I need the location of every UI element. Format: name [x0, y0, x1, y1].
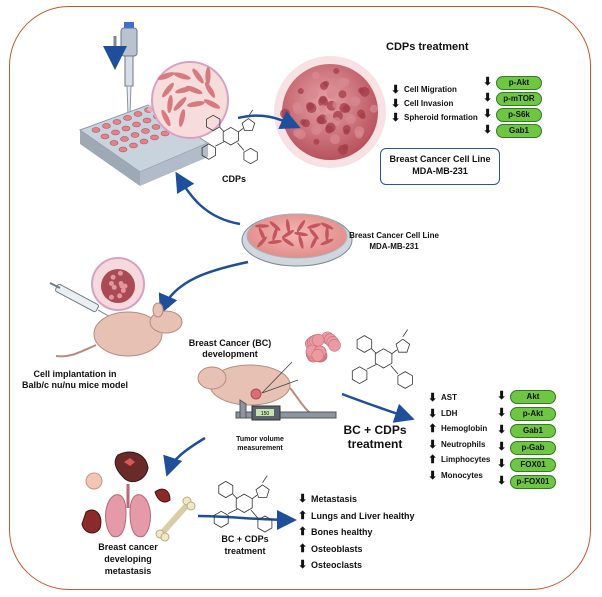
effect-label: Lungs and Liver healthy — [311, 510, 415, 521]
bone-icon — [155, 496, 196, 542]
arrow-down-icon: ⬇ — [428, 407, 438, 420]
cell-line-label: Breast Cancer Cell Line — [389, 154, 491, 164]
effect-label: Bones healthy — [311, 527, 373, 537]
cell-line-sub: MDA-MB-231 — [412, 166, 468, 176]
implant-label-1: Cell implantation in — [33, 369, 117, 379]
cell-line-box — [380, 148, 500, 185]
cdps-molecule-icon — [351, 329, 413, 389]
effect-label: Monocytes — [441, 470, 483, 480]
effect-label: LDH — [441, 408, 458, 418]
arrow-down-icon: ⬇ — [497, 441, 507, 453]
arrow-to-plate — [175, 171, 241, 226]
marker-pill: p-Gab — [510, 441, 556, 455]
bottom-treatment-label-2: treatment — [224, 546, 266, 556]
cdps-treatment-title: CDPs treatment — [386, 41, 469, 53]
lungs-icon — [105, 484, 151, 538]
dish-label: Breast Cancer Cell Line — [349, 231, 439, 240]
effect-label: Limphocytes — [441, 455, 491, 464]
effect-label: Cell Invasion — [404, 99, 454, 108]
marker-pill: Gab1 — [496, 124, 542, 138]
caliper: 150 — [235, 399, 337, 421]
diagram-frame — [9, 6, 591, 590]
effect-label: Osteoclasts — [311, 560, 363, 570]
marker-pill: p-FOX01 — [510, 475, 556, 489]
spleen-icon — [154, 488, 171, 503]
arrow-up-icon: ⬆ — [428, 423, 438, 435]
cdps-label: CDPs — [222, 174, 247, 184]
arrow-down-icon: ⬇ — [483, 92, 493, 104]
bc-cdps-label-1: BC + CDPs — [343, 423, 407, 437]
effect-label: AST — [441, 393, 457, 402]
effect-label: Hemoglobin — [441, 424, 488, 433]
arrow-to-mouse — [158, 260, 249, 315]
arrow-to-outcomes — [197, 509, 297, 530]
metastasis-label-3: metastasis — [104, 566, 152, 576]
kidney-icon — [81, 509, 102, 534]
arrow-down-icon: ⬇ — [497, 424, 507, 436]
arrow-down-icon: ⬇ — [428, 438, 438, 451]
effect-label: Metastasis — [311, 494, 358, 504]
pipette — [103, 22, 138, 115]
tumor-small-icon — [85, 472, 103, 490]
mouse-implant — [55, 302, 183, 358]
bottom-treatment-label-1: BC + CDPs — [221, 534, 269, 544]
arrow-to-results — [341, 392, 415, 423]
tumor-label-2: measurement — [237, 445, 283, 452]
effect-label: Cell Migration — [404, 85, 457, 94]
implant-label-2: Balb/c nu/nu mice model — [21, 380, 129, 390]
marker-pill: p-mTOR — [496, 92, 542, 106]
marker-pill: p-Akt — [510, 407, 556, 421]
liver-icon — [114, 451, 149, 483]
mouse-tumor — [197, 364, 319, 419]
arrow-down-icon: ⬇ — [497, 407, 507, 419]
cdps-molecule-icon — [201, 109, 258, 165]
arrow-down-icon: ⬇ — [391, 98, 401, 110]
effect-label: Neutrophils — [441, 439, 486, 449]
marker-pill: Gab1 — [510, 424, 556, 438]
arrow-to-metastasis — [163, 436, 206, 477]
cells-zoom-circle — [151, 61, 229, 139]
arrow-down-icon: ⬇ — [497, 390, 507, 402]
arrow-down-icon: ⬇ — [391, 84, 401, 96]
arrow-up-icon: ⬆ — [298, 542, 308, 555]
metastasis-label-1: Breast cancer — [98, 542, 158, 552]
bc-cdps-label-2: treatment — [347, 437, 403, 451]
arrow-up-icon: ⬆ — [298, 526, 308, 538]
effect-label: Spheroid formation — [404, 113, 478, 122]
arrow-down-icon: ⬇ — [497, 475, 507, 487]
syringe — [49, 282, 113, 319]
arrow-up-icon: ⬆ — [298, 509, 308, 522]
dish-sub: MDA-MB-231 — [369, 242, 419, 251]
bc-dev-label-1: Breast Cancer (BC) — [188, 338, 272, 348]
arrow-down-icon: ⬇ — [483, 76, 493, 88]
arrow-down-icon: ⬇ — [483, 108, 493, 120]
caliper-readout: 150 — [261, 411, 270, 417]
arrow-to-spheroid — [237, 110, 301, 130]
bc-dev-label-2: development — [202, 349, 258, 359]
marker-pill: FOX01 — [510, 458, 556, 472]
effect-label: Osteoblasts — [311, 543, 363, 554]
arrow-down-icon: ⬇ — [428, 392, 438, 404]
tumor-cluster — [304, 331, 341, 363]
arrow-down-icon: ⬇ — [428, 469, 438, 482]
arrow-down-icon: ⬇ — [497, 458, 507, 470]
arrow-down-icon: ⬇ — [483, 124, 493, 136]
spheroid — [282, 64, 378, 160]
arrow-up-icon: ⬆ — [428, 454, 438, 466]
marker-pill: p-S6k — [496, 108, 542, 122]
petri-dish — [241, 213, 353, 267]
arrow-down-icon: ⬇ — [298, 493, 308, 505]
arrow-down-icon: ⬇ — [391, 112, 401, 124]
metastasis-label-2: developing — [104, 554, 152, 564]
well-plate — [78, 104, 210, 186]
arrow-down-icon: ⬇ — [298, 559, 308, 571]
tumor-label-1: Tumor volume — [236, 436, 284, 443]
marker-pill: Akt — [510, 390, 556, 404]
cdps-molecule-icon — [213, 475, 273, 533]
marker-pill: p-Akt — [496, 76, 542, 90]
